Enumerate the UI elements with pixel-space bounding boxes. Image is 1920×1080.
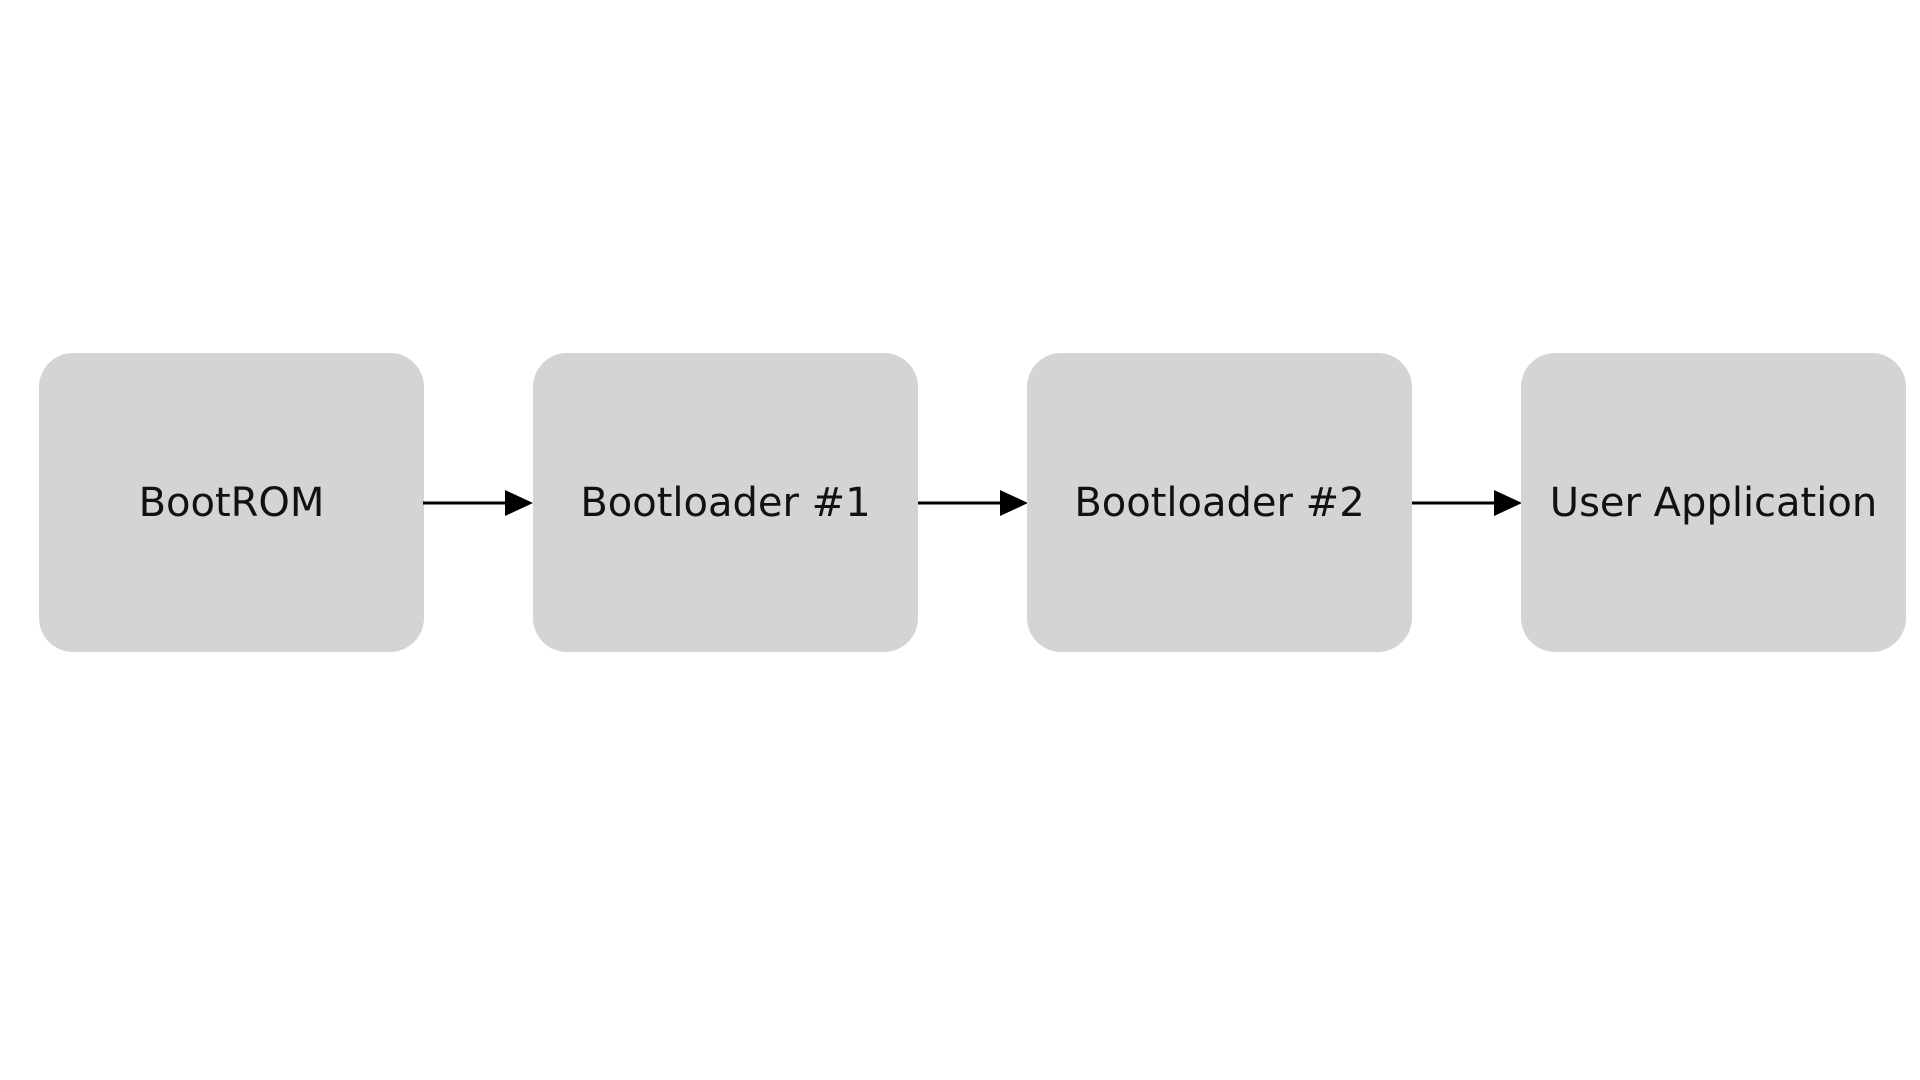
- stage-box-user-application: User Application: [1521, 353, 1906, 652]
- right-arrow-icon: [1412, 490, 1522, 516]
- stage-box-bootrom: BootROM: [39, 353, 424, 652]
- stage-box-bootloader-1: Bootloader #1: [533, 353, 918, 652]
- stage-label: Bootloader #1: [580, 479, 871, 526]
- right-arrow-icon: [918, 490, 1028, 516]
- stage-label: BootROM: [138, 479, 325, 526]
- stage-label: User Application: [1549, 479, 1878, 526]
- right-arrow-icon: [423, 490, 533, 516]
- stage-box-bootloader-2: Bootloader #2: [1027, 353, 1412, 652]
- stage-label: Bootloader #2: [1074, 479, 1365, 526]
